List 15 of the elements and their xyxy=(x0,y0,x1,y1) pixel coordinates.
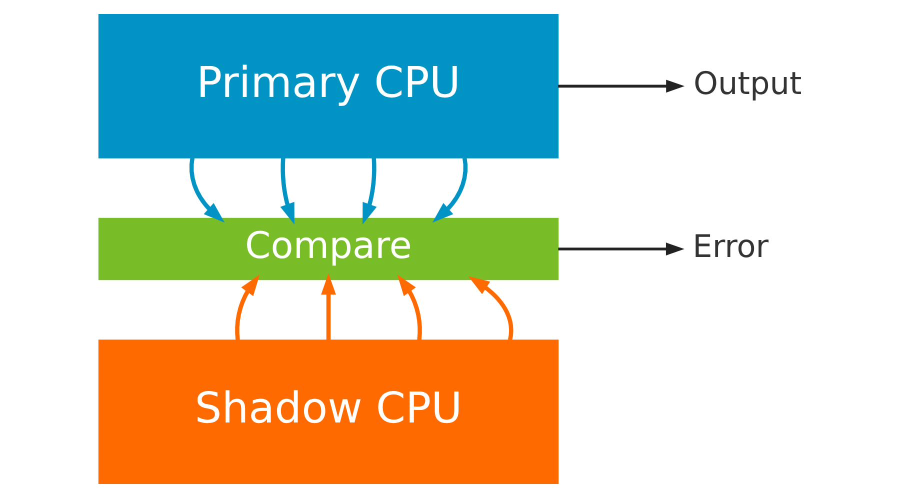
arrow xyxy=(234,274,260,340)
node-box: Shadow CPU xyxy=(98,339,558,484)
arrow xyxy=(432,156,468,222)
arrow xyxy=(558,79,684,92)
arrow xyxy=(396,274,422,340)
arrow xyxy=(362,157,376,224)
node-text: Output xyxy=(693,66,802,102)
arrow xyxy=(468,276,513,340)
arrow xyxy=(188,156,224,222)
arrow xyxy=(558,242,684,255)
arrow xyxy=(320,272,336,340)
node-box: Compare xyxy=(98,217,558,280)
arrow xyxy=(280,157,294,224)
node-text: Error xyxy=(692,228,768,264)
node-box: Primary CPU xyxy=(98,13,558,158)
